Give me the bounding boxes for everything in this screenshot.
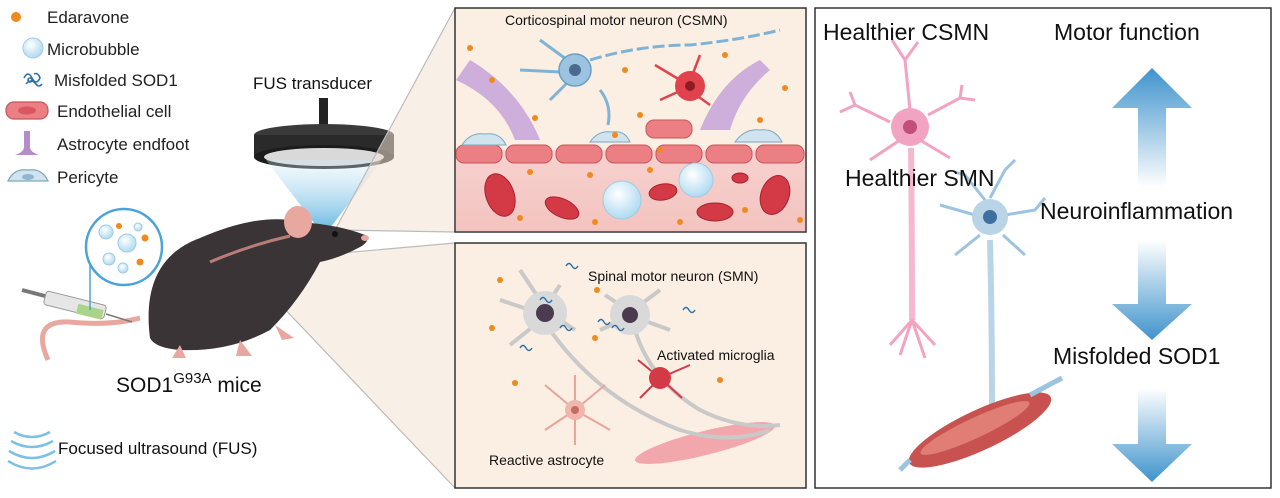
transducer-label: FUS transducer	[253, 74, 372, 93]
legend-label-edaravone: Edaravone	[47, 8, 129, 27]
fus-legend-label: Focused ultrasound (FUS)	[58, 439, 257, 458]
misfolded-sod1-icon	[23, 72, 43, 87]
healthier-csmn	[839, 39, 976, 359]
legend-label-endothelial-cell: Endothelial cell	[57, 102, 171, 121]
outcomes-panel: Healthier CSMN Healthier SMN Motor funct…	[814, 7, 1272, 489]
mouse-nose	[361, 235, 369, 241]
down-arrow-neuroinflammation	[1112, 240, 1192, 340]
mouse-eye	[332, 231, 338, 237]
mouse-spinal-cord	[209, 234, 291, 264]
spinal-cord-panel: Spinal motor neuron (SMN) Activated micr…	[454, 242, 807, 489]
down-arrow-misfolded-sod1	[1112, 388, 1192, 482]
csmn-panel-title: Corticospinal motor neuron (CSMN)	[505, 12, 728, 28]
pericyte-icon	[7, 169, 49, 182]
muscle-fiber	[898, 375, 1064, 472]
mouse-body	[148, 219, 368, 351]
legend-label-microbubble: Microbubble	[47, 40, 140, 59]
legend-label-astrocyte-endfoot: Astrocyte endfoot	[57, 135, 190, 154]
zoom-wedge-spinal	[240, 243, 455, 488]
edaravone-dots-bottom	[489, 277, 723, 386]
neuroinflammation-label: Neuroinflammation	[1040, 198, 1233, 224]
brain-vessel-panel: Corticospinal motor neuron (CSMN)	[454, 7, 807, 233]
motor-function-label: Motor function	[1054, 19, 1200, 45]
mouse-tail	[39, 315, 141, 362]
microglia-label: Activated microglia	[657, 347, 775, 363]
microbubble-icon	[22, 37, 44, 59]
sod1-aggregates	[519, 262, 696, 352]
mice-label: SOD1G93A mice	[116, 370, 262, 397]
endothelial-row	[455, 119, 805, 164]
up-arrow-motor-function	[1112, 68, 1192, 188]
syringe-injection	[21, 207, 164, 323]
fus-transducer: FUS transducer	[253, 74, 394, 228]
ultrasound-beam	[266, 160, 382, 228]
healthier-csmn-label: Healthier CSMN	[823, 19, 989, 45]
red-blood-cells	[484, 172, 791, 222]
legend: Edaravone Microbubble Misfolded SOD1 End…	[5, 8, 190, 187]
astrocyte-endfoot-icon	[15, 131, 39, 155]
legend-label-pericyte: Pericyte	[57, 168, 118, 187]
legend-label-misfolded-sod1: Misfolded SOD1	[54, 71, 178, 90]
mouse-illustration	[39, 206, 369, 362]
astrocyte-label: Reactive astrocyte	[489, 452, 604, 468]
misfolded-sod1-label: Misfolded SOD1	[1053, 343, 1220, 369]
healthier-smn	[939, 158, 1047, 411]
healthier-smn-label: Healthier SMN	[845, 165, 995, 191]
edaravone-dot-icon	[11, 12, 21, 22]
smn-panel-label: Spinal motor neuron (SMN)	[588, 268, 758, 284]
mouse-ear	[284, 206, 312, 238]
fus-wave-icon	[7, 430, 57, 470]
endothelial-cell-icon	[5, 101, 49, 120]
edaravone-dots-top	[467, 45, 803, 225]
